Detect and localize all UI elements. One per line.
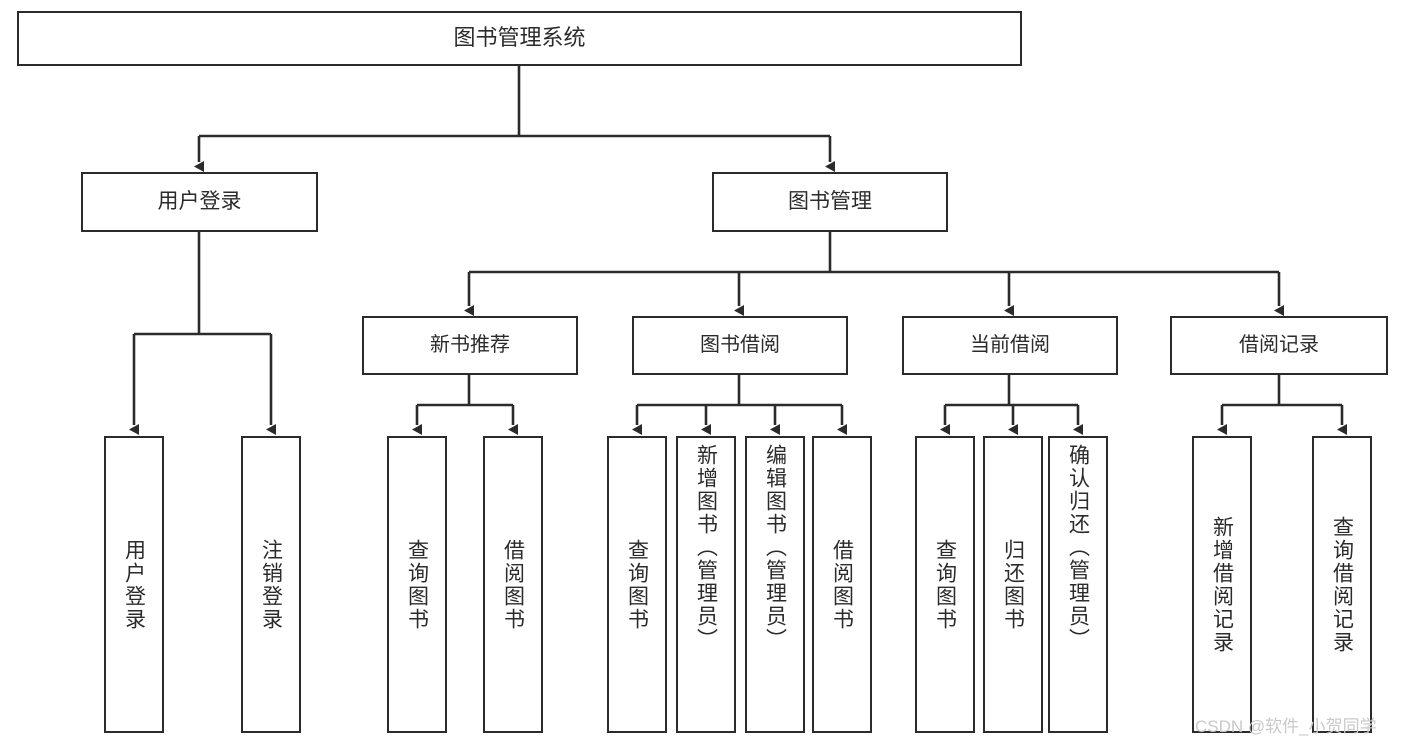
- node-root-book-management-system[interactable]: 图书管理系统: [17, 11, 1022, 66]
- edges: [129, 66, 1347, 435]
- node-leaf-logout[interactable]: 注销登录: [241, 436, 301, 733]
- node-label: 新增借阅记录: [1210, 515, 1234, 654]
- node-borrow-record[interactable]: 借阅记录: [1170, 316, 1388, 375]
- node-leaf-add-borrow-record[interactable]: 新增借阅记录: [1192, 436, 1252, 733]
- node-label: 确认归还（管理员）: [1066, 444, 1090, 651]
- node-leaf-add-book-admin[interactable]: 新增图书（管理员）: [676, 436, 736, 733]
- node-leaf-borrow-book[interactable]: 借阅图书: [812, 436, 872, 733]
- node-label: 图书借阅: [700, 334, 780, 357]
- node-label: 查询图书: [625, 538, 649, 631]
- node-leaf-query-borrow-record[interactable]: 查询借阅记录: [1312, 436, 1372, 733]
- node-leaf-borrow-book-recommend[interactable]: 借阅图书: [483, 436, 543, 733]
- node-leaf-user-login[interactable]: 用户登录: [104, 436, 164, 733]
- node-label: 图书管理系统: [453, 25, 586, 51]
- node-label: 编辑图书（管理员）: [763, 444, 787, 651]
- node-label: 图书管理: [788, 190, 872, 214]
- node-label: 查询图书: [933, 538, 957, 631]
- node-leaf-edit-book-admin[interactable]: 编辑图书（管理员）: [745, 436, 805, 733]
- node-label: 借阅记录: [1239, 334, 1319, 357]
- node-leaf-query-book-recommend[interactable]: 查询图书: [387, 436, 447, 733]
- node-book-management[interactable]: 图书管理: [712, 172, 948, 232]
- node-label: 注销登录: [259, 538, 283, 631]
- node-leaf-confirm-return-admin[interactable]: 确认归还（管理员）: [1048, 436, 1108, 733]
- node-leaf-query-book-borrow[interactable]: 查询图书: [607, 436, 667, 733]
- node-leaf-return-book[interactable]: 归还图书: [983, 436, 1043, 733]
- node-label: 用户登录: [122, 538, 146, 631]
- node-new-book-recommend[interactable]: 新书推荐: [362, 316, 578, 375]
- node-current-borrow[interactable]: 当前借阅: [902, 316, 1118, 375]
- watermark-text: CSDN @软件_小贺同学: [1195, 717, 1377, 736]
- node-user-login[interactable]: 用户登录: [81, 172, 318, 232]
- node-label: 新增图书（管理员）: [694, 444, 718, 651]
- node-leaf-query-book-current[interactable]: 查询图书: [915, 436, 975, 733]
- node-label: 用户登录: [157, 190, 242, 214]
- node-label: 当前借阅: [970, 334, 1050, 357]
- node-label: 新书推荐: [430, 334, 510, 357]
- node-label: 借阅图书: [501, 538, 525, 631]
- node-label: 查询借阅记录: [1330, 515, 1354, 654]
- node-book-borrow[interactable]: 图书借阅: [632, 316, 848, 375]
- node-label: 归还图书: [1001, 538, 1025, 631]
- node-label: 借阅图书: [830, 538, 854, 631]
- node-label: 查询图书: [405, 538, 429, 631]
